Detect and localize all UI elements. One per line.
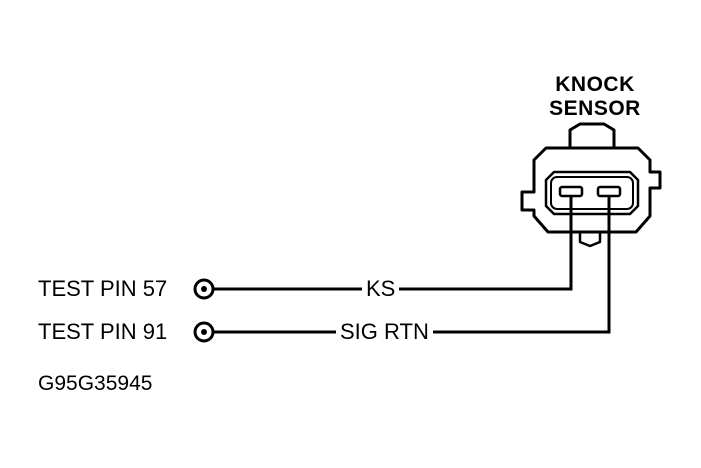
- wire-label-sig-rtn: SIG RTN: [336, 320, 433, 344]
- figure-id: G95G35945: [38, 372, 153, 395]
- connector-outer-body: [520, 146, 662, 234]
- sensor-title-line2: SENSOR: [549, 97, 641, 120]
- terminal-sig-rtn: [596, 185, 622, 198]
- connector-bottom-tab: [578, 232, 602, 248]
- test-pin-91-terminal: [193, 321, 215, 343]
- knock-sensor-connector: [520, 122, 662, 248]
- terminal-ks: [558, 185, 584, 198]
- test-pin-57-label: TEST PIN 57: [38, 276, 168, 301]
- test-pin-91-label: TEST PIN 91: [38, 319, 168, 344]
- connector-top-tab: [568, 122, 616, 148]
- wire-ks: [214, 196, 573, 291]
- sensor-title-line1: KNOCK: [555, 73, 635, 96]
- wire-label-ks: KS: [362, 277, 400, 301]
- test-pin-57-terminal: [193, 278, 215, 300]
- wire-sig-rtn: [214, 196, 611, 334]
- connector-cavity: [550, 176, 634, 210]
- connector-inner-housing: [544, 170, 640, 216]
- wiring: [214, 196, 611, 334]
